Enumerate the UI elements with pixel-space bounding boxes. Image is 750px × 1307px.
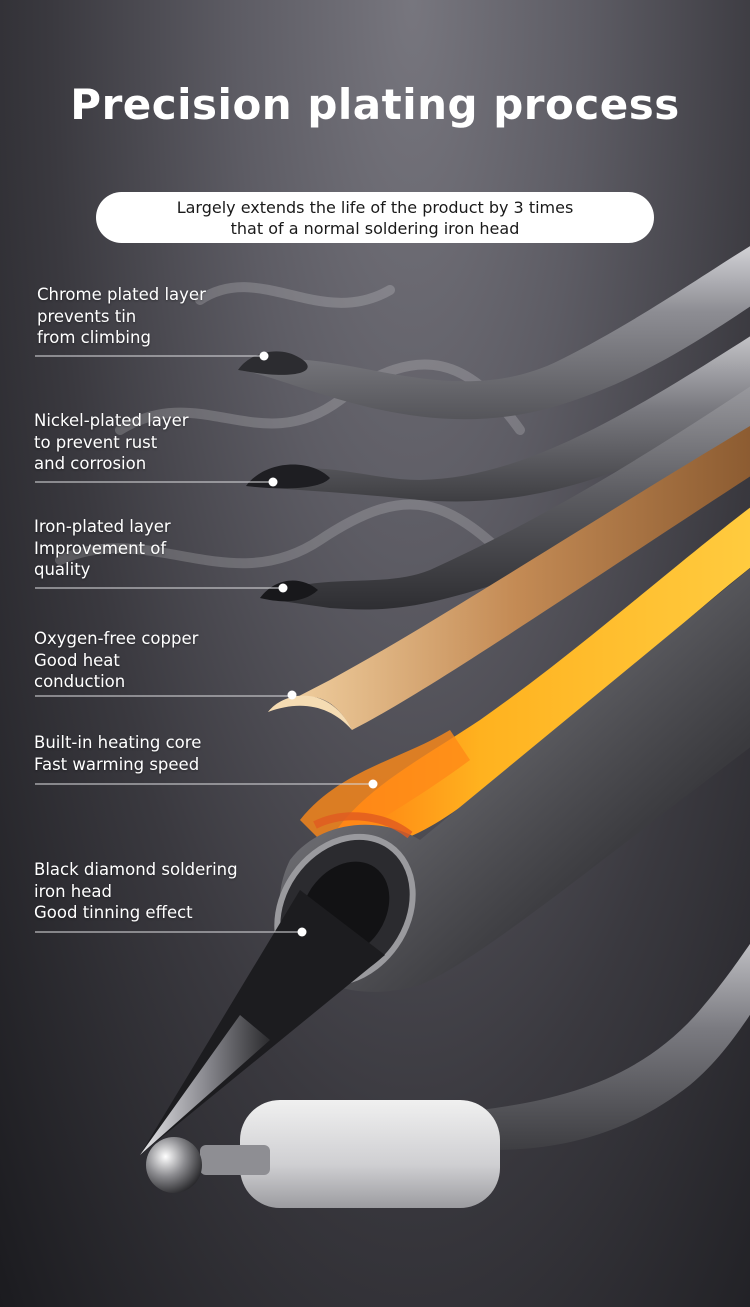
label-iron-layer: Iron-plated layer Improvement of quality bbox=[34, 516, 171, 581]
label-line: conduction bbox=[34, 672, 126, 691]
label-line: Iron-plated layer bbox=[34, 517, 171, 536]
nickel-layer-strip bbox=[246, 336, 750, 502]
label-line: and corrosion bbox=[34, 454, 147, 473]
label-nickel-layer: Nickel-plated layer to prevent rust and … bbox=[34, 410, 189, 475]
label-line: Improvement of bbox=[34, 538, 167, 558]
label-heating-core: Built-in heating core Fast warming speed bbox=[34, 732, 201, 775]
label-line: Good tinning effect bbox=[34, 903, 193, 922]
holder-cap bbox=[240, 1100, 500, 1208]
leader-dot bbox=[278, 583, 288, 593]
subtitle-line-1: Largely extends the life of the product … bbox=[176, 197, 574, 217]
label-copper-layer: Oxygen-free copper Good heat conduction bbox=[34, 628, 198, 693]
label-line: iron head bbox=[34, 881, 112, 901]
subtitle-banner: Largely extends the life of the product … bbox=[96, 192, 654, 243]
label-line: Built-in heating core bbox=[34, 733, 202, 752]
leader-dot bbox=[287, 690, 297, 700]
leader-dot bbox=[259, 351, 269, 361]
label-line: to prevent rust bbox=[34, 432, 158, 452]
leader-dot bbox=[297, 927, 307, 937]
label-line: Black diamond soldering bbox=[34, 860, 238, 879]
page-title: Precision plating process bbox=[70, 80, 680, 129]
label-line: prevents tin bbox=[37, 306, 137, 326]
chrome-layer-strip bbox=[238, 246, 750, 420]
label-line: Good heat bbox=[34, 650, 120, 670]
label-diamond-tip: Black diamond soldering iron head Good t… bbox=[34, 859, 238, 924]
leader-dot bbox=[268, 477, 278, 487]
label-line: Nickel-plated layer bbox=[34, 411, 189, 430]
leader-dot bbox=[368, 779, 378, 789]
copper-layer-strip bbox=[268, 426, 750, 730]
label-line: from climbing bbox=[37, 328, 151, 347]
label-line: quality bbox=[34, 560, 91, 579]
holder-ball bbox=[146, 1137, 202, 1193]
label-chrome-layer: Chrome plated layer prevents tin from cl… bbox=[37, 284, 206, 349]
label-line: Oxygen-free copper bbox=[34, 629, 199, 648]
subtitle-line-2: that of a normal soldering iron head bbox=[230, 218, 520, 238]
label-line: Fast warming speed bbox=[34, 754, 200, 774]
label-line: Chrome plated layer bbox=[37, 285, 206, 304]
holder-wire bbox=[480, 943, 750, 1150]
